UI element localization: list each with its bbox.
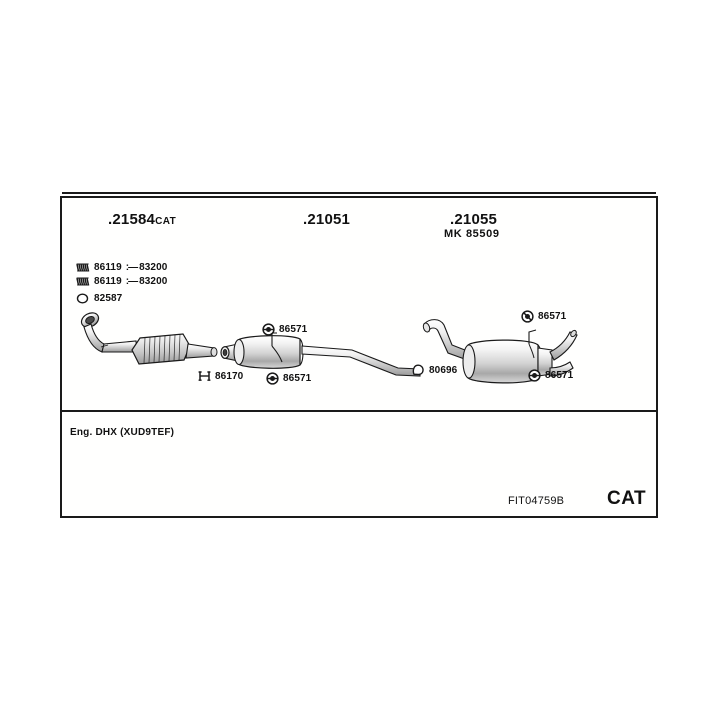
frame-top-rule xyxy=(62,192,656,194)
seal-icon xyxy=(412,364,425,376)
clamp-icon xyxy=(521,310,534,323)
section-suffix: CAT xyxy=(155,216,177,227)
spring-icon xyxy=(76,277,90,286)
section-heading-centre-silencer: .21051 xyxy=(303,211,350,229)
section-number: .21051 xyxy=(303,211,351,228)
cat-mark: CAT xyxy=(607,488,647,509)
clamp-icon xyxy=(528,369,541,382)
callout-centre-clamp-top: 86571 xyxy=(262,323,307,336)
legend-row: 86119 :— 83200 xyxy=(76,275,167,288)
legend-code: 86119 xyxy=(94,262,122,273)
engine-note: Eng. DHX (XUD9TEF) xyxy=(70,427,175,438)
section-subheading-rear-silencer: MK 85509 xyxy=(444,228,500,240)
clamp-icon xyxy=(266,372,279,385)
legend-dash: :— xyxy=(125,276,138,287)
legend-row: 86119 :— 83200 xyxy=(76,261,167,274)
gasket-ring-icon xyxy=(76,293,90,304)
callout-centre-clamp-bottom: 86571 xyxy=(266,372,311,385)
section-heading-rear-silencer: .21055 xyxy=(450,211,497,229)
callout-rear-gasket: 80696 xyxy=(412,364,457,376)
legend-code: 86119 xyxy=(94,276,122,287)
legend-code-secondary: 83200 xyxy=(139,262,168,273)
spring-icon xyxy=(76,263,90,272)
callout-code: 86170 xyxy=(215,370,244,382)
legend-code-secondary: 83200 xyxy=(139,276,168,287)
frame-divider xyxy=(62,410,656,412)
callout-code: 80696 xyxy=(429,364,458,376)
reference-code: FIT04759B xyxy=(508,495,565,507)
callout-centre-bracket: 86170 xyxy=(198,370,243,382)
legend-dash: :— xyxy=(125,262,138,273)
callout-rear-clamp-top: 86571 xyxy=(521,310,566,323)
callout-code: 86571 xyxy=(538,311,567,322)
callout-rear-clamp-bottom: 86571 xyxy=(528,369,573,382)
callout-code: 86571 xyxy=(545,370,574,381)
section-number: .21584 xyxy=(108,211,156,228)
legend-row: 82587 xyxy=(76,292,167,305)
bracket-icon xyxy=(198,370,211,382)
parts-legend: 86119 :— 83200 86119 :— 83200 82587 xyxy=(76,261,167,306)
clamp-icon xyxy=(262,323,275,336)
diagram-frame xyxy=(60,196,658,518)
section-heading-catalytic-converter: .21584CAT xyxy=(108,211,176,229)
section-number: .21055 xyxy=(450,211,498,228)
callout-code: 86571 xyxy=(279,324,308,335)
callout-code: 86571 xyxy=(283,373,312,384)
legend-code: 82587 xyxy=(94,293,123,304)
